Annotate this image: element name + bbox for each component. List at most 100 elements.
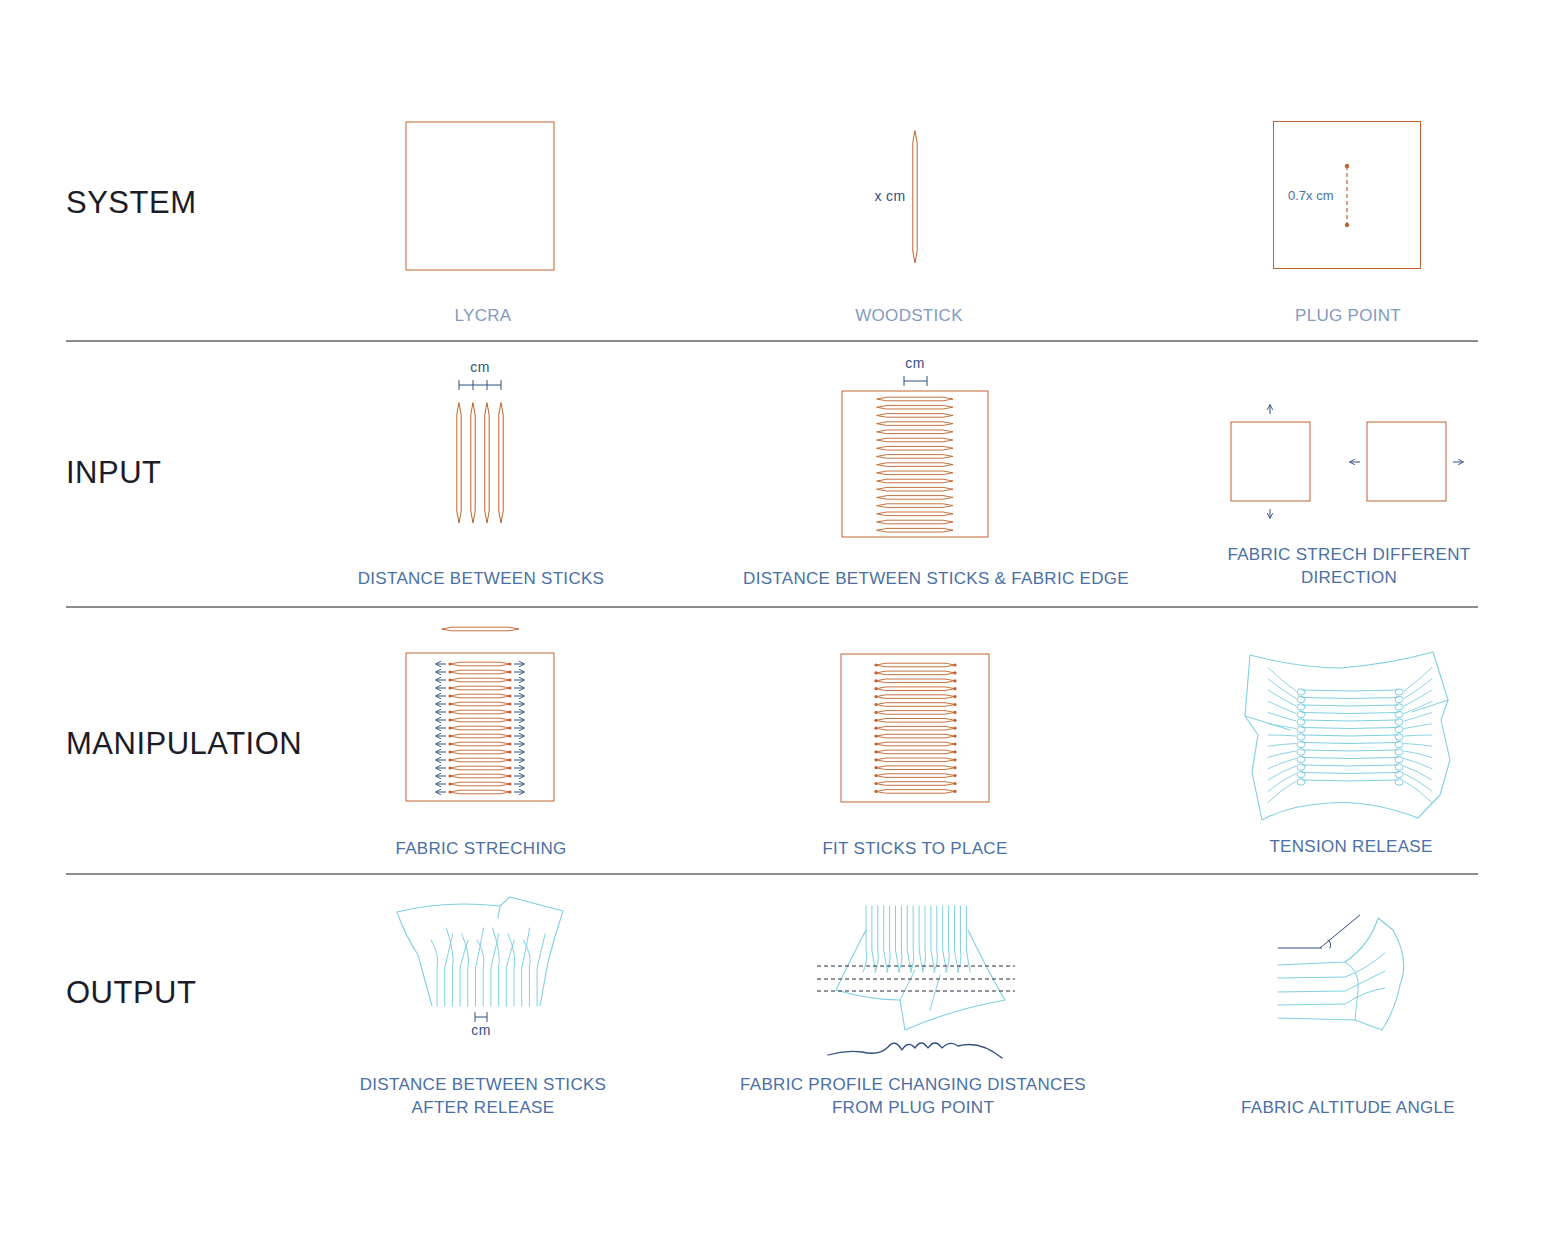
fold-line [1278, 988, 1385, 1005]
gather-loop [1297, 704, 1305, 710]
stick-end [448, 790, 451, 793]
gather-loop [1395, 741, 1403, 747]
stick-end [508, 742, 511, 745]
stick-end [448, 774, 451, 777]
stick-end [448, 742, 451, 745]
plug-dot [1345, 164, 1349, 168]
wrinkle [1404, 724, 1432, 729]
wood-stick [877, 430, 953, 434]
wood-stick [450, 782, 510, 786]
stretch-arrow [514, 688, 524, 689]
wood-stick [876, 703, 955, 707]
stretch-arrow [514, 672, 524, 673]
stick-end [874, 735, 877, 738]
tension-release-sketch [1245, 652, 1450, 820]
plug-distance-line [817, 991, 1015, 992]
stick-end [874, 727, 877, 730]
caption-label: DISTANCE BETWEEN STICKS & FABRIC EDGE [743, 567, 1129, 590]
caption-label: FIT STICKS TO PLACE [822, 837, 1007, 860]
pleat [884, 906, 888, 972]
row-divider [66, 874, 1478, 875]
wood-stick [877, 471, 953, 475]
stick-end [448, 662, 451, 665]
stick-end [874, 742, 877, 745]
wood-stick [876, 790, 955, 794]
dimension-tick [487, 1012, 488, 1022]
stretch-arrow [514, 680, 524, 681]
gathered-stick [1302, 773, 1398, 774]
stick-end [448, 750, 451, 753]
stick-end [448, 678, 451, 681]
gathered-stick [1302, 720, 1398, 721]
stick-end [874, 758, 877, 761]
pleat [446, 928, 453, 1006]
gather-loop [1395, 749, 1403, 755]
stick-end [448, 758, 451, 761]
pleat [537, 934, 545, 1006]
pleat [493, 928, 500, 1006]
pleat [476, 928, 484, 1006]
stick-end [508, 694, 511, 697]
dimension-label: cm [905, 355, 924, 371]
angle-base [1278, 948, 1322, 949]
wood-stick [876, 719, 955, 723]
gather-loop [1395, 764, 1403, 770]
stretch-arrow [514, 712, 524, 713]
row-heading: INPUT [66, 455, 162, 491]
wood-stick [457, 403, 461, 523]
gathered-stick [1302, 690, 1398, 691]
fold-line [1278, 953, 1385, 978]
stick-end [953, 735, 956, 738]
stretch-arrow [514, 752, 524, 753]
stretch-arrow [514, 792, 524, 793]
wood-stick [876, 758, 955, 762]
wood-stick [499, 403, 503, 523]
dimension-tick [473, 380, 474, 390]
stick-end [953, 727, 956, 730]
stick-end [953, 679, 956, 682]
gathered-stick [1302, 743, 1398, 744]
pleat [462, 934, 469, 1006]
stretch-arrow [436, 752, 446, 753]
stick-end [953, 790, 956, 793]
stick-end [874, 679, 877, 682]
pleat [896, 906, 900, 972]
stretch-arrow [1453, 462, 1463, 463]
caption-label: FABRIC ALTITUDE ANGLE [1241, 1096, 1455, 1119]
wrinkle [1404, 774, 1432, 792]
stick-end [874, 774, 877, 777]
stick-end [874, 663, 877, 666]
wood-stick [877, 463, 953, 467]
row-heading: SYSTEM [66, 185, 196, 221]
stick-end [448, 734, 451, 737]
wood-stick [450, 694, 510, 698]
stretch-arrow [436, 768, 446, 769]
wood-stick [877, 487, 953, 491]
gather-loop [1297, 719, 1305, 725]
stick-end [508, 726, 511, 729]
stick-end [508, 750, 511, 753]
stick-end [508, 662, 511, 665]
wrinkle [1404, 744, 1432, 747]
stick-end [953, 758, 956, 761]
pleat [922, 906, 926, 972]
wood-stick [877, 422, 953, 426]
gathered-stick [1302, 750, 1398, 751]
pleat [523, 940, 530, 1006]
wood-stick [877, 455, 953, 459]
wood-stick [877, 504, 953, 508]
gathered-stick [1302, 780, 1398, 781]
fabric-sketch [397, 897, 563, 1006]
fabric-square [406, 653, 554, 801]
wood-stick [471, 403, 475, 523]
stretch-arrow [436, 696, 446, 697]
pleat [934, 906, 938, 972]
stick-end [874, 687, 877, 690]
stick-end [953, 711, 956, 714]
dimension-label: cm [470, 359, 489, 375]
stick-end [448, 710, 451, 713]
stick-end [508, 686, 511, 689]
stick-end [953, 750, 956, 753]
